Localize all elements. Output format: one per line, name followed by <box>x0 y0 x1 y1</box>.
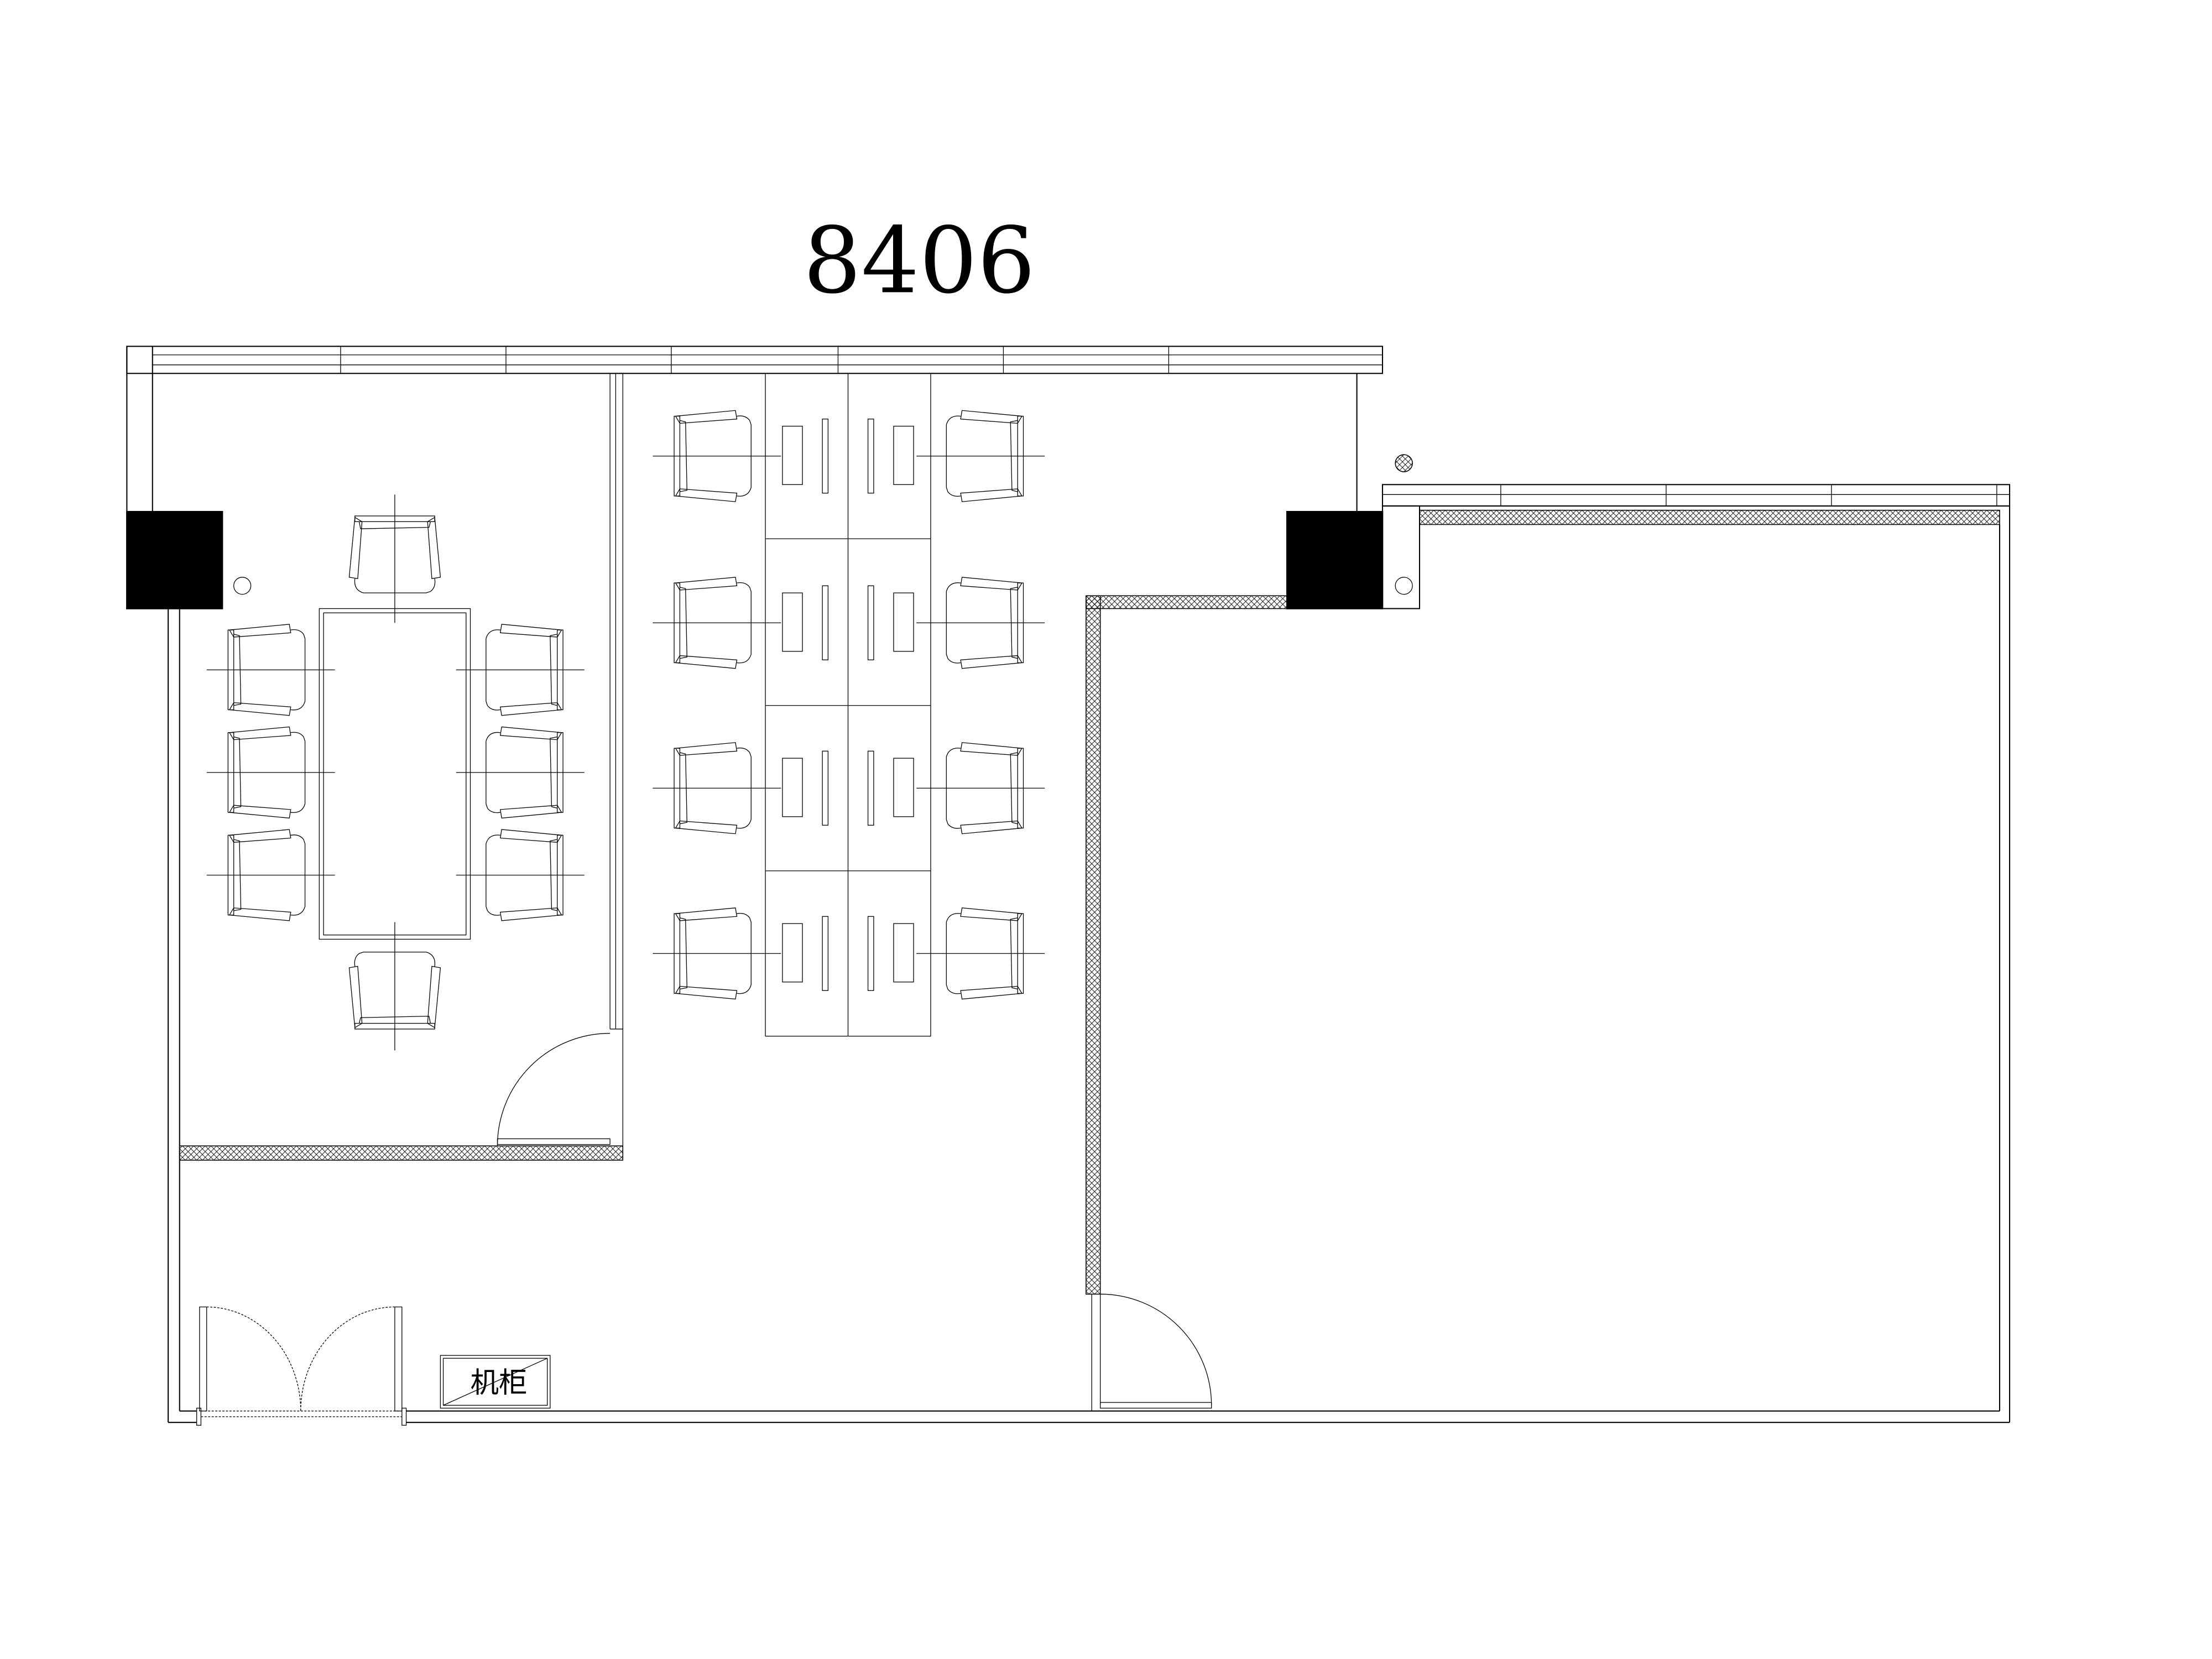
hatched-wall-right-top <box>1419 509 2000 525</box>
hatched-wall-partition <box>1086 595 1101 1295</box>
office-chair-icon <box>916 577 1045 669</box>
office-chair-icon <box>456 624 585 716</box>
office-chair-icon <box>348 494 441 623</box>
column-right <box>1286 510 1384 609</box>
office-chair-icon <box>916 907 1045 1000</box>
column-left <box>126 510 223 609</box>
monitor-icon <box>782 758 803 817</box>
monitor-icon <box>893 758 914 817</box>
right-window-wall <box>1381 484 2011 609</box>
keyboard-icon <box>822 585 829 660</box>
server-cabinet: 机柜 <box>440 1355 551 1409</box>
office-chair-icon <box>653 410 781 502</box>
hatched-wall-partition-top <box>1086 595 1288 609</box>
hatched-pipe-icon <box>1395 454 1413 472</box>
office-chair-icon <box>206 726 335 819</box>
keyboard-icon <box>822 750 829 826</box>
monitor-icon <box>782 923 803 983</box>
monitor-icon <box>782 425 803 485</box>
workstation-desks <box>765 373 931 1037</box>
meeting-room-glass-partition <box>609 373 623 1146</box>
unit-number-title: 8406 <box>803 207 1035 314</box>
monitor-icon <box>893 592 914 652</box>
office-chair-icon <box>916 742 1045 834</box>
office-chair-icon <box>653 907 781 1000</box>
conference-table <box>319 608 471 940</box>
keyboard-icon <box>867 750 874 826</box>
hatched-wall-meeting-bottom <box>179 1145 624 1161</box>
top-window-wall <box>126 346 1384 512</box>
office-chair-icon <box>206 829 335 921</box>
office-chair-icon <box>206 624 335 716</box>
monitor-icon <box>893 425 914 485</box>
door-swing-right-room[interactable] <box>1100 1293 1212 1409</box>
office-chair-icon <box>653 577 781 669</box>
monitor-icon <box>782 592 803 652</box>
door-swing-meeting-room[interactable] <box>497 1032 611 1146</box>
keyboard-icon <box>822 916 829 991</box>
entrance-double-door[interactable] <box>196 1306 407 1426</box>
office-chair-icon <box>456 829 585 921</box>
pipe-icon <box>1395 577 1413 595</box>
office-chair-icon <box>348 922 441 1051</box>
office-chair-icon <box>653 742 781 834</box>
office-chair-icon <box>916 410 1045 502</box>
office-chair-icon <box>456 726 585 819</box>
keyboard-icon <box>867 916 874 991</box>
cabinet-label: 机柜 <box>471 1366 528 1400</box>
monitor-icon <box>893 923 914 983</box>
keyboard-icon <box>822 419 829 494</box>
keyboard-icon <box>867 419 874 494</box>
pipe-icon <box>233 577 252 595</box>
keyboard-icon <box>867 585 874 660</box>
